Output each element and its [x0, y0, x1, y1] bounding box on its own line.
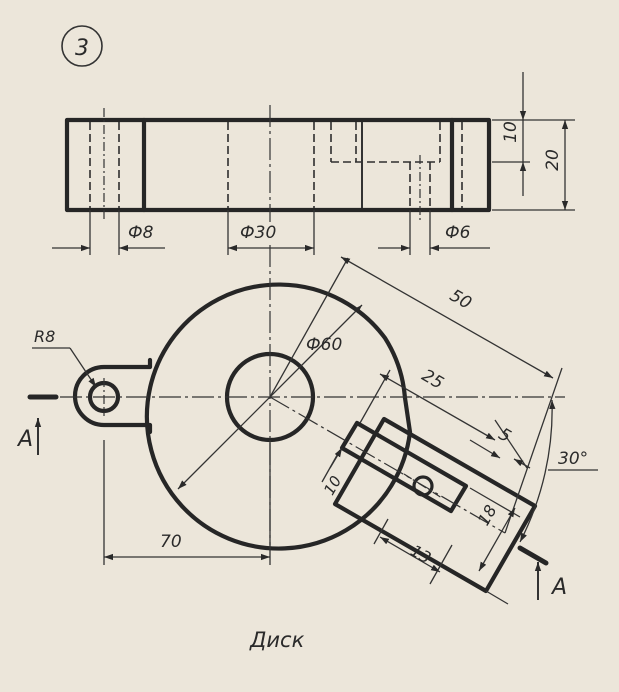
dim-25-line: [379, 373, 496, 441]
dim-50-line: [340, 256, 554, 379]
section-letter-right: A: [550, 575, 567, 600]
dim-10-label: 10: [501, 121, 521, 143]
ext-25-start: [359, 369, 391, 424]
slot-hole: [412, 475, 434, 497]
arm-axis: [269, 396, 506, 534]
disk-arm-joint: [402, 395, 413, 435]
ext-18-b: [485, 590, 509, 605]
dim-5-arrow-left: [469, 439, 501, 459]
ext-50-start: [269, 257, 349, 398]
dim-d60-label: Ф60: [306, 335, 342, 355]
dim-13-label: 13: [407, 541, 434, 568]
disk-outline: [72, 282, 413, 551]
drawing-caption: Диск: [249, 628, 305, 652]
dim-d30-label: Ф30: [240, 223, 276, 243]
dim-18-line: [478, 507, 516, 572]
ext-13-b: [429, 544, 453, 585]
dim-18-label: 18: [474, 502, 501, 529]
dim-d8-label: Ф8: [128, 223, 154, 243]
plan-view: A A R8 Ф60 70 50 25 5 30°: [16, 245, 598, 605]
section-letter-left: A: [16, 427, 33, 452]
section-mark-right: [517, 545, 549, 566]
slot-hole-axis-line: [403, 473, 443, 499]
drawing-number: 3: [61, 25, 103, 67]
dim-d6-label: Ф6: [445, 223, 471, 243]
drawing-number-label: 3: [75, 36, 89, 61]
dim-70-label: 70: [160, 532, 182, 552]
dim-10-slot-arrow: [329, 447, 343, 469]
slot-outline: [339, 420, 469, 514]
front-view: 10 20 Ф8 Ф30 Ф6: [52, 72, 575, 255]
dim-50-label: 50: [446, 286, 475, 314]
dim-r8-label: R8: [34, 327, 55, 346]
r8-leader: [69, 347, 97, 388]
dim-30deg-label: 30°: [558, 449, 588, 469]
front-view-outline: [64, 117, 492, 213]
dim-25-label: 25: [418, 366, 447, 394]
ext-13-a: [373, 518, 389, 545]
dim-20-label: 20: [543, 149, 563, 171]
dim-13-line: [379, 536, 441, 573]
dim-30deg-arc: [519, 399, 556, 543]
